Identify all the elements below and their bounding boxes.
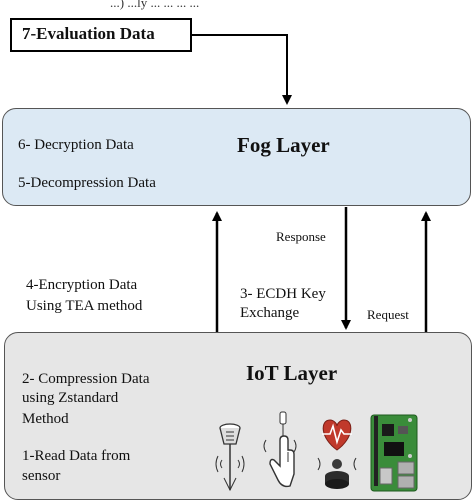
iot-compression-line-2: using Zstandard [22,390,119,406]
touch-sensor-icon [263,411,297,488]
iot-compression-line-3: Method [22,411,69,427]
evaluation-to-fog-arrow [192,34,292,105]
iot-read-line-2: sensor [22,468,61,484]
raspberry-pi-board-icon [370,414,418,492]
iot-read-line-1: 1-Read Data from [22,448,131,464]
cropped-caption-fragment: ...) ...ly ... ... ... ... [110,0,200,10]
evaluation-label: 7-Evaluation Data [22,24,155,43]
fog-item-decompression: 5-Decompression Data [18,175,156,191]
request-label: Request [367,307,409,322]
encryption-label-line-2: Using TEA method [26,298,143,314]
heart-rate-sensor-icon [317,419,357,489]
evaluation-box [10,18,192,52]
ecdh-label-line-2: Exchange [240,305,300,321]
fog-layer-box [2,108,471,206]
fog-item-decryption: 6- Decryption Data [18,137,134,153]
iot-layer-title: IoT Layer [246,361,338,385]
encryption-label-line-1: 4-Encryption Data [26,277,138,293]
iot-compression-line-1: 2- Compression Data [22,371,150,387]
sensor-icon [215,423,245,492]
fog-layer-title: Fog Layer [237,133,330,157]
response-label: Response [276,229,326,244]
ecdh-label-line-1: 3- ECDH Key [240,286,326,302]
